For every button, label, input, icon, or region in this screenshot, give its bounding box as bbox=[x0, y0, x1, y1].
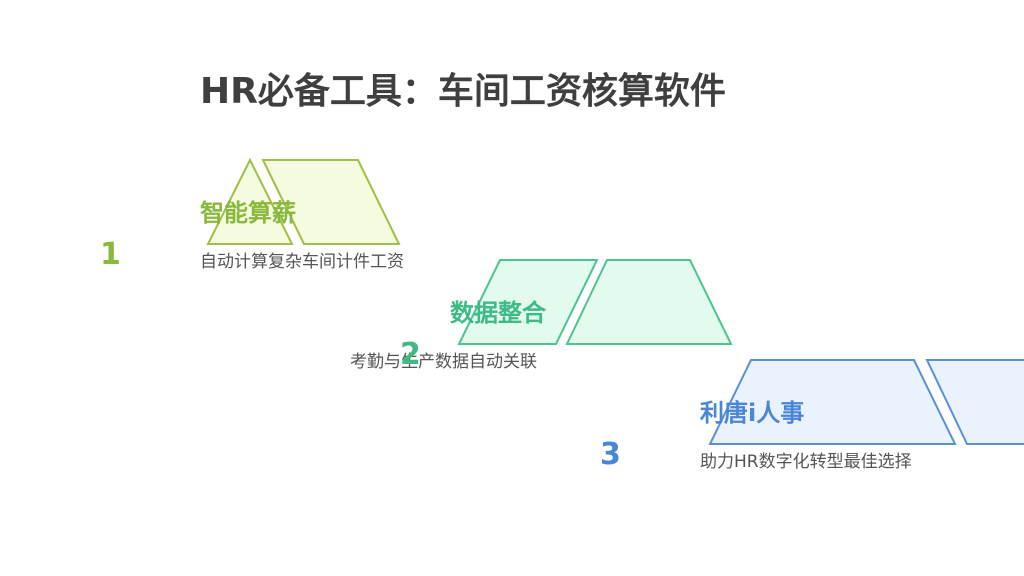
step-2-title: 数据整合 bbox=[450, 299, 546, 327]
step-3-title: 利唐i人事 bbox=[700, 399, 805, 427]
page-title: HR必备工具：车间工资核算软件 bbox=[200, 71, 726, 112]
step-3-shape-right bbox=[925, 359, 1024, 445]
step-1-number: 1 bbox=[100, 237, 121, 272]
step-1-shape-parallelogram bbox=[261, 159, 401, 245]
step-1-desc: 自动计算复杂车间计件工资 bbox=[200, 252, 404, 272]
step-2-shape-trapezoid bbox=[565, 259, 733, 345]
step-1-title: 智能算薪 bbox=[200, 199, 296, 227]
step-2-number: 2 bbox=[400, 337, 421, 372]
step-2-shape-parallelogram bbox=[457, 259, 599, 345]
step-2-desc: 考勤与生产数据自动关联 bbox=[350, 352, 537, 372]
step-3-shape-parallelogram bbox=[708, 359, 957, 445]
step-3-desc: 助力HR数字化转型最佳选择 bbox=[700, 452, 912, 472]
step-1-shape-triangle bbox=[206, 157, 294, 245]
step-3-number: 3 bbox=[600, 437, 621, 472]
